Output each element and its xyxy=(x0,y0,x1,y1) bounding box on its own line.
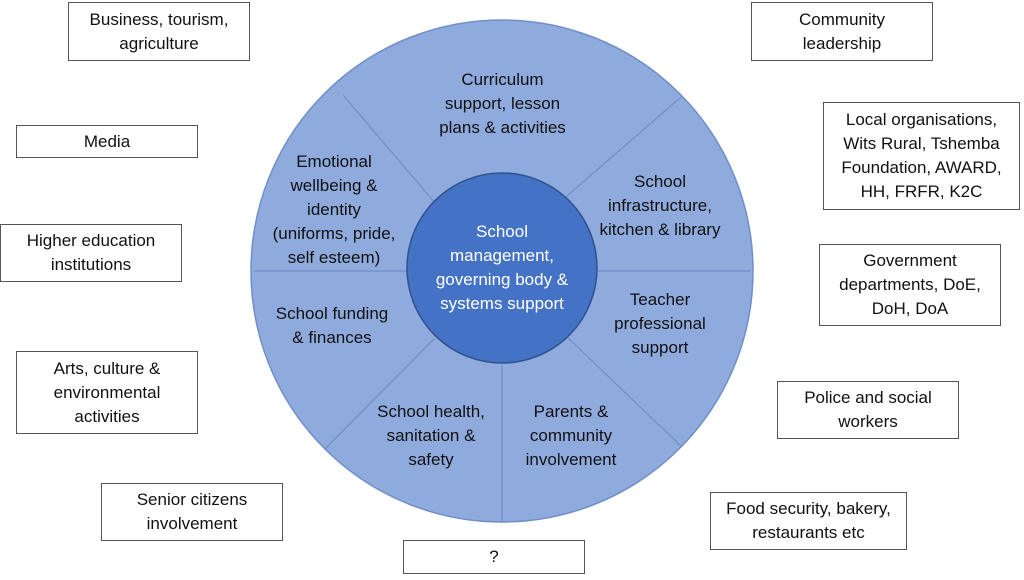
segment-teacher-support: Teacher professional support xyxy=(614,290,706,357)
stakeholder-local-organisations: Local organisations, Wits Rural, Tshemba… xyxy=(823,102,1020,210)
stakeholder-government: Government departments, DoE, DoH, DoA xyxy=(819,244,1001,326)
stakeholder-business: Business, tourism, agriculture xyxy=(68,2,250,61)
stakeholder-unknown: ? xyxy=(403,540,585,574)
divider-bottom-left xyxy=(324,337,436,450)
divider-bottom-right xyxy=(565,335,683,448)
stakeholder-food-security: Food security, bakery, restaurants etc xyxy=(710,492,907,550)
segment-health-safety: School health, sanitation & safety xyxy=(377,402,485,469)
divider-top-right xyxy=(559,96,682,203)
segment-curriculum: Curriculum support, lesson plans & activ… xyxy=(439,70,566,137)
segment-parents-community: Parents & community involvement xyxy=(525,402,617,469)
segment-emotional-wellbeing: Emotional wellbeing & identity (uniforms… xyxy=(272,152,396,267)
divider-top-left xyxy=(342,94,436,204)
stakeholder-police-social: Police and social workers xyxy=(777,381,959,439)
stakeholder-higher-education: Higher education institutions xyxy=(0,224,182,282)
stakeholder-community-leadership: Community leadership xyxy=(751,2,933,61)
stakeholder-senior-citizens: Senior citizens involvement xyxy=(101,483,283,541)
center-hub xyxy=(406,172,598,364)
stakeholder-media: Media xyxy=(16,125,198,158)
stakeholder-arts-culture: Arts, culture & environmental activities xyxy=(16,351,198,434)
center-label: School management, governing body & syst… xyxy=(435,222,569,313)
segment-infrastructure: School infrastructure, kitchen & library xyxy=(599,172,721,239)
segment-funding: School funding & finances xyxy=(275,304,389,347)
